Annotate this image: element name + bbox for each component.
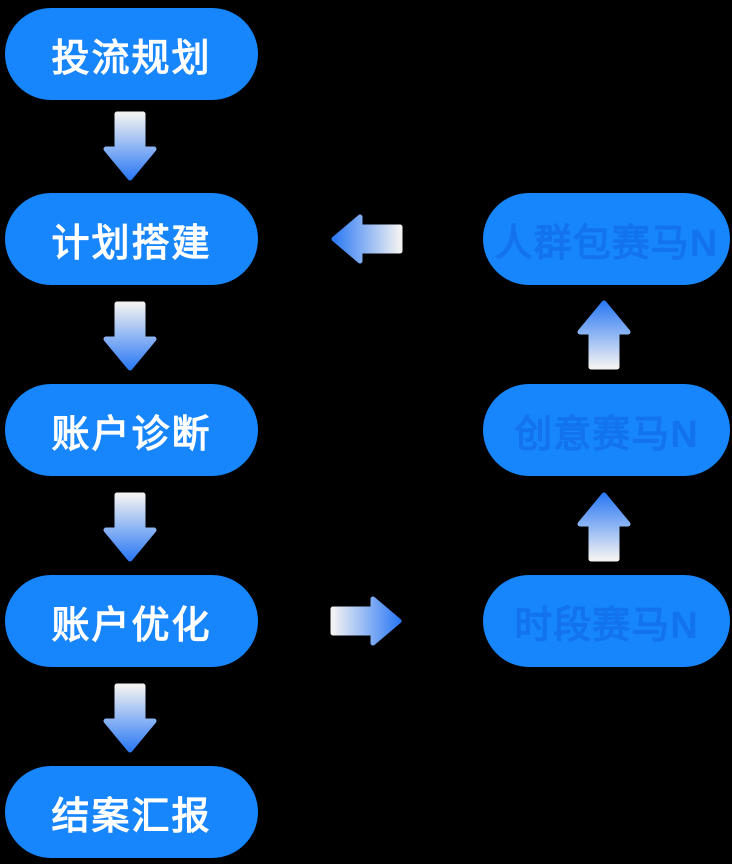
step-traffic-planning: 投流规划 xyxy=(5,8,258,100)
down-arrow-icon-4 xyxy=(103,683,157,753)
step-account-optimization-label: 账户优化 xyxy=(51,604,212,647)
right-arrow-icon xyxy=(330,596,402,646)
step-audience-pack-racing-label: 人群包赛马N xyxy=(494,222,719,265)
step-timeslot-racing-label: 时段赛马N xyxy=(514,604,699,647)
step-account-optimization: 账户优化 xyxy=(5,575,258,667)
left-arrow-icon xyxy=(331,214,403,264)
step-account-diagnosis: 账户诊断 xyxy=(5,384,258,476)
step-final-report: 结案汇报 xyxy=(5,766,258,858)
step-campaign-setup-label: 计划搭建 xyxy=(51,222,212,265)
step-traffic-planning-label: 投流规划 xyxy=(51,37,212,80)
down-arrow-icon-2 xyxy=(103,301,157,371)
up-arrow-icon-1 xyxy=(577,300,631,370)
down-arrow-icon-1 xyxy=(103,111,157,181)
step-audience-pack-racing: 人群包赛马N xyxy=(483,193,730,285)
down-arrow-icon-3 xyxy=(103,492,157,562)
step-creative-racing: 创意赛马N xyxy=(483,384,730,476)
step-campaign-setup: 计划搭建 xyxy=(5,193,258,285)
step-account-diagnosis-label: 账户诊断 xyxy=(51,413,212,456)
up-arrow-icon-2 xyxy=(577,492,631,562)
step-creative-racing-label: 创意赛马N xyxy=(514,413,699,456)
step-final-report-label: 结案汇报 xyxy=(51,795,212,838)
step-timeslot-racing: 时段赛马N xyxy=(483,575,730,667)
